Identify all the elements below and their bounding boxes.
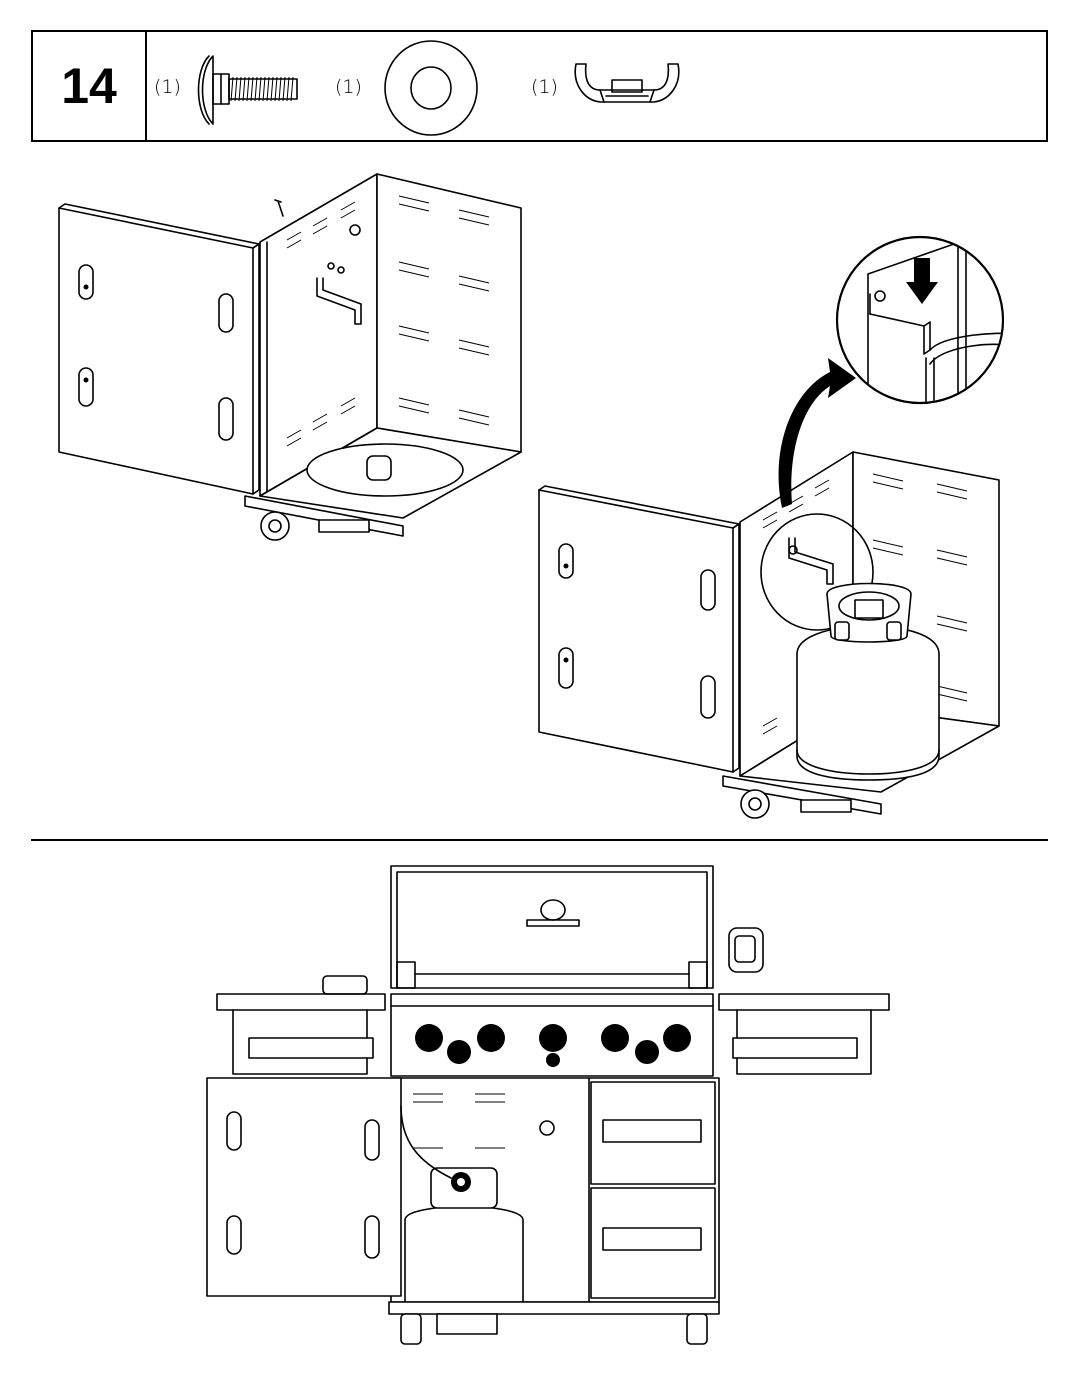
cabinet-with-tank-illustration	[538, 451, 1000, 819]
section-divider	[31, 839, 1048, 841]
washer-icon	[384, 40, 478, 136]
part-quantity-wing-nut: (1)	[531, 76, 558, 98]
propane-tank	[404, 1205, 524, 1303]
cabinet-door	[538, 489, 734, 773]
cabinet-door	[206, 1077, 402, 1297]
carriage-bolt-icon	[197, 55, 298, 125]
part-quantity-washer: (1)	[335, 76, 362, 98]
cabinet-door	[58, 207, 254, 495]
step-header: 14 (1) (1) (1)	[31, 30, 1048, 142]
detail-zoom-illustration	[835, 235, 1005, 405]
part-quantity-bolt: (1)	[154, 76, 181, 98]
cabinet-open-illustration	[58, 173, 522, 541]
detail-callout-circle	[760, 513, 874, 631]
curved-arrow-icon	[778, 358, 856, 508]
propane-tank	[796, 625, 940, 781]
grill-front-illustration	[206, 865, 890, 1345]
grill-lid	[390, 865, 714, 989]
step-number-cell: 14	[33, 32, 147, 140]
wing-nut-icon	[574, 63, 680, 103]
step-number: 14	[61, 58, 117, 114]
